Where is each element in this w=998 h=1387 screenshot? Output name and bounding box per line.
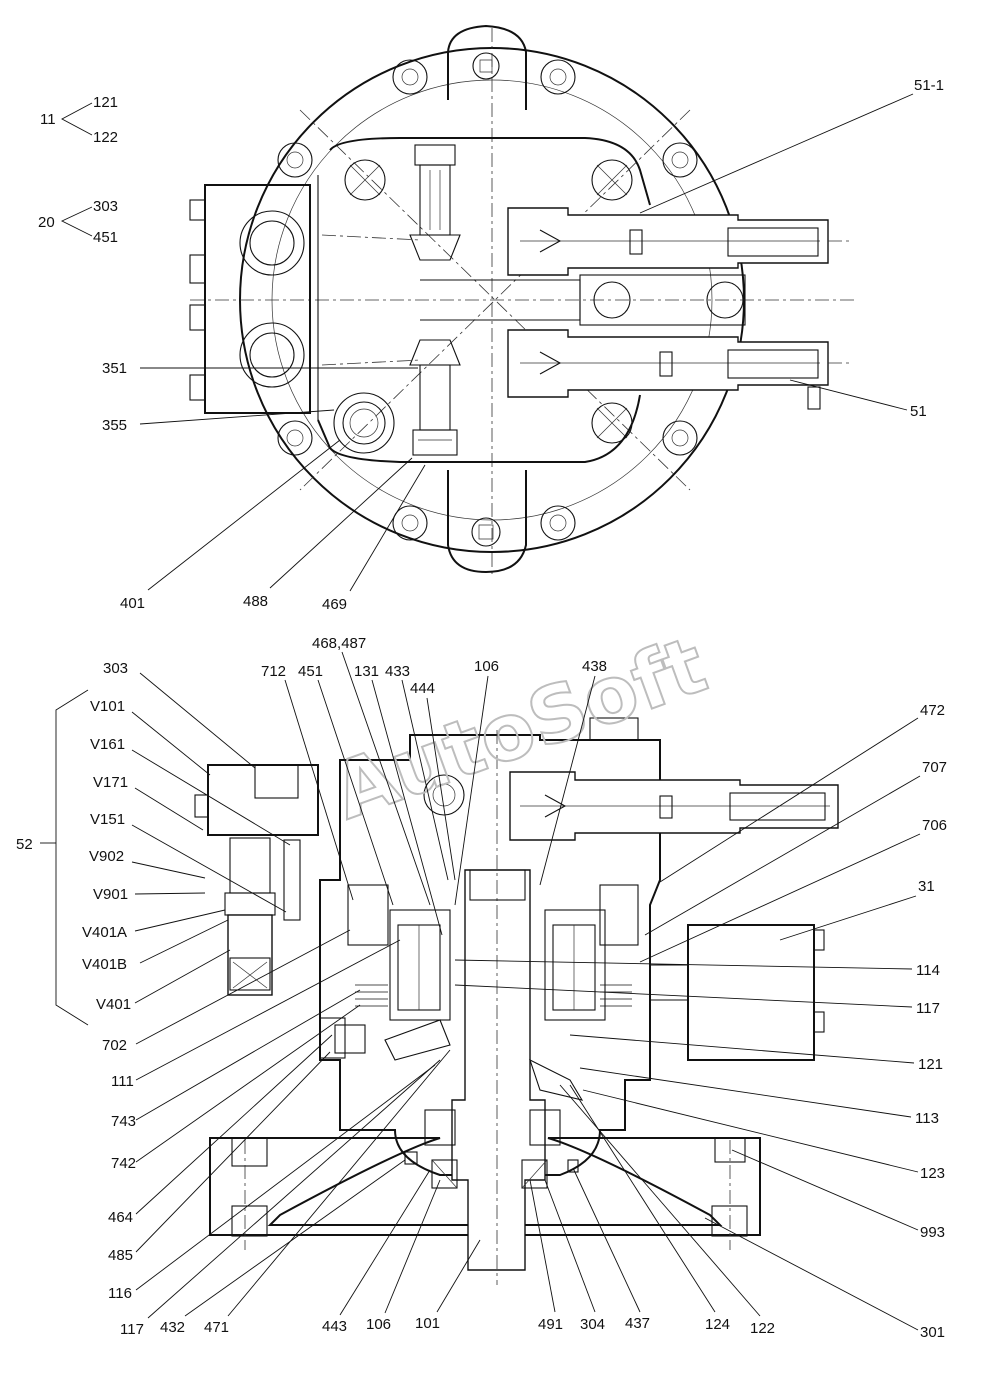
label-706: 706	[922, 817, 947, 834]
label-V901: V901	[93, 886, 128, 903]
relief-valve-cartridges	[507, 207, 850, 410]
label-V161: V161	[90, 736, 125, 753]
label-485: 485	[108, 1247, 133, 1264]
label-355: 355	[102, 417, 127, 434]
label-464: 464	[108, 1209, 133, 1226]
label-401: 401	[120, 595, 145, 612]
label-743: 743	[111, 1113, 136, 1130]
left-valve-block	[194, 764, 465, 996]
label-122-group: 122	[93, 129, 118, 146]
label-117: 117	[916, 1000, 940, 1017]
label-432: 432	[160, 1319, 185, 1336]
section-relief-valve	[509, 717, 839, 841]
label-438: 438	[582, 658, 607, 675]
label-471: 471	[204, 1319, 229, 1336]
label-106-bottom: 106	[366, 1316, 391, 1333]
label-707: 707	[922, 759, 947, 776]
left-manifold-block	[189, 184, 311, 414]
label-V401B: V401B	[82, 956, 127, 973]
top-callouts: 51-1 351 355 51 401 488 469	[102, 77, 944, 613]
label-group-11: 11	[40, 111, 56, 128]
group-52-bracket: 52	[16, 689, 89, 1026]
label-113: 113	[915, 1110, 939, 1127]
label-V151: V151	[90, 811, 125, 828]
label-51-1: 51-1	[914, 77, 944, 94]
label-V902: V902	[89, 848, 124, 865]
label-121-group: 121	[93, 94, 118, 111]
bolt-holes-top	[277, 59, 698, 541]
label-117-bottom: 117	[120, 1321, 144, 1338]
section-view-drawing	[194, 717, 839, 1285]
label-993: 993	[920, 1224, 945, 1241]
label-712: 712	[261, 663, 286, 680]
label-488: 488	[243, 593, 268, 610]
cylinder-block	[384, 909, 606, 1101]
label-468-487: 468,487	[312, 635, 366, 652]
label-443: 443	[322, 1318, 347, 1335]
label-116: 116	[108, 1285, 132, 1302]
label-469: 469	[322, 596, 347, 613]
label-124: 124	[705, 1316, 730, 1333]
label-304: 304	[580, 1316, 605, 1333]
label-51: 51	[910, 403, 927, 420]
label-V101: V101	[90, 698, 125, 715]
brake-stacks	[347, 884, 639, 1007]
label-472: 472	[920, 702, 945, 719]
label-V401: V401	[96, 996, 131, 1013]
section-callouts: 468,487 106 438 712 451 131 433 444 303 …	[82, 635, 947, 1341]
label-742: 742	[111, 1155, 136, 1172]
label-122: 122	[750, 1320, 775, 1337]
label-433: 433	[385, 663, 410, 680]
top-view-drawing	[189, 24, 855, 578]
label-702: 702	[102, 1037, 127, 1054]
label-131: 131	[354, 663, 379, 680]
label-121: 121	[918, 1056, 943, 1073]
label-351: 351	[102, 360, 127, 377]
group-20: 20 303 451	[38, 198, 118, 246]
label-123: 123	[920, 1165, 945, 1182]
vertical-check-valves	[409, 144, 461, 456]
bearings	[424, 1109, 561, 1189]
label-111: 111	[111, 1073, 134, 1090]
label-101: 101	[415, 1315, 440, 1332]
label-114: 114	[916, 962, 940, 979]
group-11: 11 121 122	[40, 94, 118, 146]
label-group-20: 20	[38, 214, 55, 231]
label-451: 451	[298, 663, 323, 680]
label-V401A: V401A	[82, 924, 127, 941]
label-31: 31	[918, 878, 935, 895]
label-V171: V171	[93, 774, 128, 791]
label-303: 303	[103, 660, 128, 677]
right-auxiliary-cylinder	[650, 924, 825, 1061]
label-301: 301	[920, 1324, 945, 1341]
label-444: 444	[410, 680, 435, 697]
label-303-group: 303	[93, 198, 118, 215]
label-491: 491	[538, 1316, 563, 1333]
label-group-52: 52	[16, 836, 33, 853]
label-437: 437	[625, 1315, 650, 1332]
label-451-group: 451	[93, 229, 118, 246]
label-106-top: 106	[474, 658, 499, 675]
